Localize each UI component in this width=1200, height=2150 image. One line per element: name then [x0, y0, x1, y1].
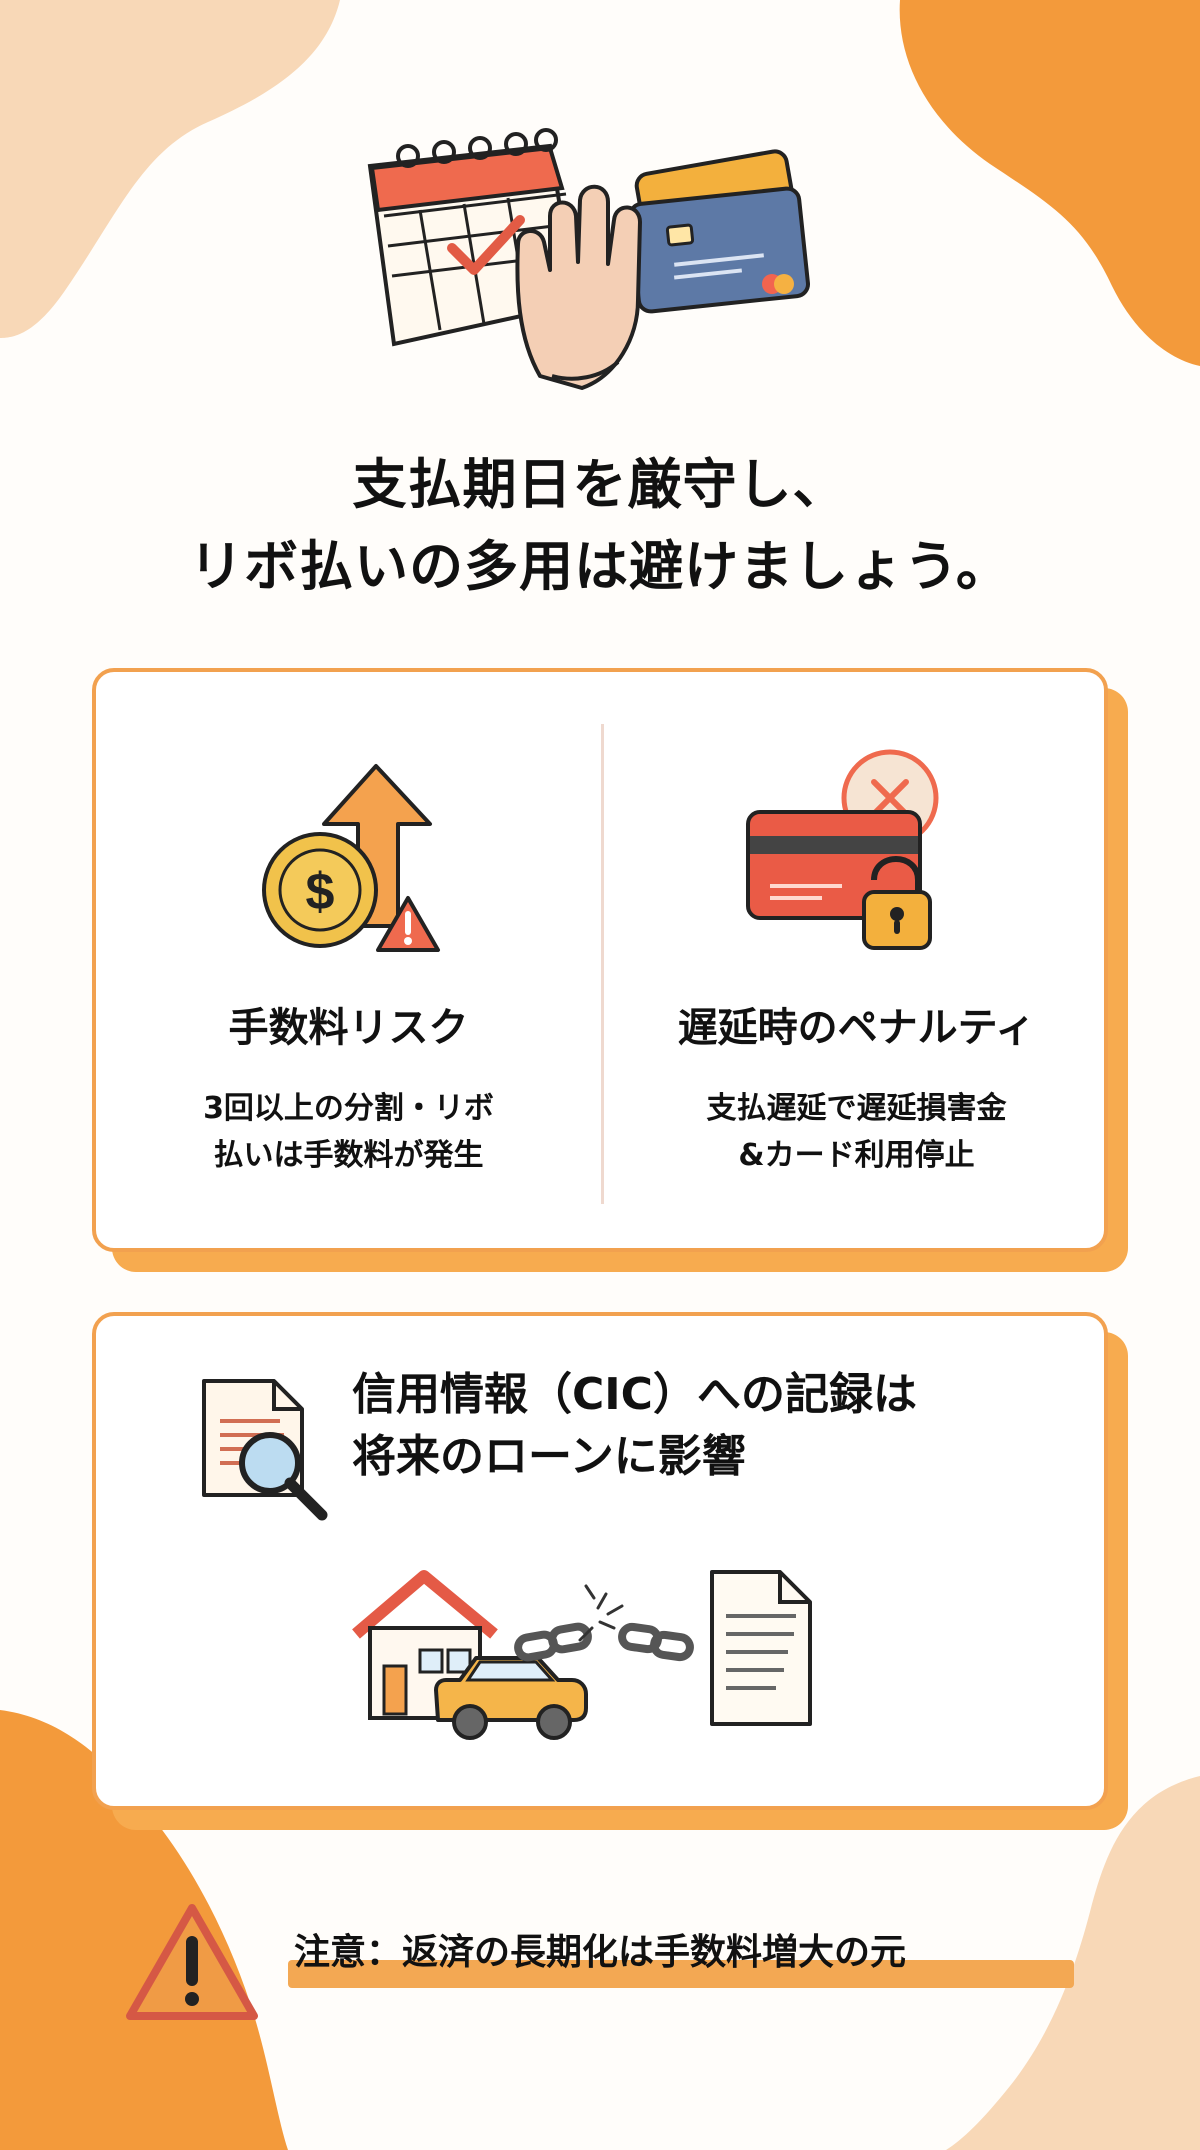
penalty-panel: 遅延時のペナルティ 支払遅延で遅延損害金 &カード利用停止 [604, 672, 1109, 1256]
svg-text:$: $ [306, 863, 335, 921]
coin-arrow-warning-icon: $ [262, 764, 440, 952]
penalty-body-line-1: 支払遅延で遅延損害金 [706, 1091, 1007, 1126]
locked-card-icon [746, 749, 939, 950]
headline-line-2: リボ払いの多用は避けましょう。 [189, 535, 1011, 598]
credit-record-line-1: 信用情報（CIC）への記録は [352, 1369, 917, 1420]
penalty-body-line-2: &カード利用停止 [738, 1137, 975, 1173]
credit-record-text: 信用情報（CIC）への記録は 将来のローンに影響 [352, 1364, 1072, 1487]
house-car-chain-document-icon [352, 1570, 812, 1740]
stop-hand-icon [515, 184, 642, 390]
penalty-body: 支払遅延で遅延損害金 &カード利用停止 [640, 1086, 1073, 1179]
fee-risk-title: 手数料リスク [228, 1005, 469, 1051]
penalty-title: 遅延時のペナルティ [677, 1005, 1036, 1051]
warning-text: 注意：返済の長期化は手数料増大の元 [294, 1932, 907, 1973]
card-divider [601, 724, 604, 1204]
risk-card: $ 手数料リスク 3回以上の分割・リボ 払いは手数料が発生 遅延時のペナルティ … [92, 668, 1108, 1252]
headline-line-1: 支払期日を厳守し、 [352, 453, 848, 516]
headline: 支払期日を厳守し、 リボ払いの多用は避けましょう。 [80, 444, 1120, 608]
fee-risk-body: 3回以上の分割・リボ 払いは手数料が発生 [132, 1086, 565, 1179]
warning-highlight [288, 1960, 1074, 1988]
credit-card-icon [628, 149, 810, 314]
hero-illustration [352, 124, 862, 414]
warning-icon [126, 1904, 258, 2020]
fee-risk-body-line-1: 3回以上の分割・リボ [203, 1091, 494, 1126]
credit-record-card: 信用情報（CIC）への記録は 将来のローンに影響 [92, 1312, 1108, 1810]
fee-risk-body-line-2: 払いは手数料が発生 [213, 1137, 484, 1173]
credit-record-line-2: 将来のローンに影響 [352, 1430, 746, 1482]
document-search-icon [202, 1379, 328, 1521]
warning-notice: 注意：返済の長期化は手数料増大の元 [122, 1900, 1092, 2050]
fee-risk-panel: $ 手数料リスク 3回以上の分割・リボ 払いは手数料が発生 [96, 672, 601, 1256]
